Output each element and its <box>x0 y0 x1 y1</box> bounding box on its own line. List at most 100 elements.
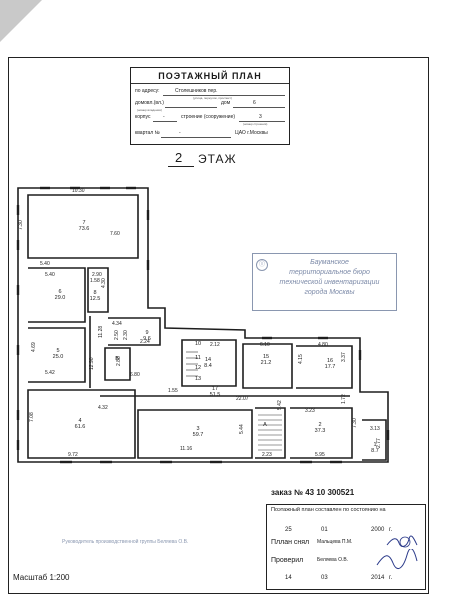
dimension-label: 2.12 <box>210 342 220 348</box>
dimension-label: 5.40 <box>40 261 50 267</box>
cert-date1-year: 2000 <box>371 527 385 533</box>
dimension-label: 2.88 <box>116 356 122 366</box>
house-row: домовл.(вл.) дом 6 <box>135 100 285 109</box>
dimension-label: 4.15 <box>298 354 304 364</box>
room-area: 21.2 <box>261 360 272 366</box>
kvartal-row: квартал № - ЦАО г.Москвы <box>135 130 285 139</box>
outer-wall <box>17 187 389 463</box>
stamp-line-3: технической инвентаризации <box>279 279 380 286</box>
responsible-note: Руководитель производственной группы Бел… <box>62 539 189 545</box>
room-number: 5 <box>56 348 59 354</box>
dimension-label: 2.50 <box>114 330 120 340</box>
wall-room-15 <box>242 343 293 389</box>
wall-room-b <box>104 347 131 381</box>
room-area: 17.7 <box>325 364 336 370</box>
korpus-label: корпус <box>135 114 151 120</box>
stroenie-value: 3 <box>259 114 262 120</box>
cert-date2-month: 03 <box>321 575 328 581</box>
room-number: 9 <box>145 330 148 336</box>
dimension-label: 11.28 <box>98 326 104 338</box>
dimension-label: 7.60 <box>110 231 120 237</box>
stamp-line-1: Бауманское <box>310 259 349 266</box>
dimension-label: 3.37 <box>341 352 347 362</box>
dimension-label: 4.80 <box>318 342 328 348</box>
dimension-label: 5.42 <box>45 370 55 376</box>
address-underline <box>163 88 285 96</box>
room-number: Б <box>115 356 119 362</box>
dimension-label: 2.77 <box>376 438 382 448</box>
wall-room-8 <box>87 267 109 313</box>
address-label: по адресу: <box>135 88 160 94</box>
room-number: 7 <box>82 220 85 226</box>
room-labels: 773.6629.0812.599.6Б525.010148.411121315… <box>53 220 379 454</box>
dimension-label: 3.23 <box>305 408 315 414</box>
dimension-label: 7.30 <box>18 220 24 230</box>
stroenie-label: строение (сооружение) <box>181 114 236 120</box>
bti-stamp: Ⓘ Бауманское территориальное бюро технич… <box>252 253 397 311</box>
plan-walls <box>17 187 389 463</box>
dimension-label: 6.80 <box>130 372 140 378</box>
address-row: по адресу: Столешников пер. <box>135 88 285 97</box>
signature-2 <box>376 549 418 570</box>
dimension-label: 4.69 <box>31 342 37 352</box>
floor-label: ЭТАЖ <box>198 152 237 166</box>
korpus-value: - <box>163 114 165 120</box>
dimension-label: 1.72 <box>341 394 347 404</box>
house-underline <box>165 100 217 108</box>
room-number: 11 <box>195 355 201 361</box>
room-area: 8.7 <box>371 448 379 454</box>
dimension-label: 11.16 <box>180 446 192 452</box>
room-number: 4 <box>78 418 81 424</box>
room-area: 25.0 <box>53 354 64 360</box>
cert-plan-person: Мальцева П.М. <box>317 539 353 545</box>
cert-date2-year: 2014 <box>371 575 385 581</box>
dimension-label: 4.30 <box>101 278 107 288</box>
dimension-label: 5.42 <box>277 400 283 410</box>
scan-corner-fold <box>0 0 42 42</box>
cert-date1-month: 01 <box>321 527 328 533</box>
window-marks <box>16 186 390 464</box>
cert-date2-suffix: г. <box>389 575 393 581</box>
dom-underline <box>233 100 285 108</box>
stroenie-underline <box>239 114 285 122</box>
address-hint: (улица, переулок, проспект) <box>193 96 232 100</box>
globe-icon: Ⓘ <box>256 259 268 271</box>
address-hint-row: (улица, переулок, проспект) <box>135 96 285 105</box>
room-number: 17 <box>212 386 218 392</box>
room-area: 12.5 <box>90 296 101 302</box>
stamp-line-2: территориальное бюро <box>289 269 370 276</box>
room-number: 15 <box>263 354 269 360</box>
dimension-label: 5.44 <box>239 424 245 434</box>
room-area: 61.6 <box>75 424 86 430</box>
cert-heading: Поэтажный план составлен по состоянию на <box>271 507 386 513</box>
cert-date1-day: 25 <box>285 527 292 533</box>
room-area: 37.3 <box>315 428 326 434</box>
wall-room-6 <box>28 267 86 323</box>
room-number: 1 <box>373 442 376 448</box>
dimension-label: 2.90 <box>92 272 102 278</box>
drawing-frame <box>8 57 429 594</box>
house-hint-row: (номер владения) <box>135 108 285 117</box>
wall-room-9 <box>108 317 161 346</box>
kvartal-underline <box>161 130 231 138</box>
house-label: домовл.(вл.) <box>135 100 164 106</box>
room-number: 3 <box>196 426 199 432</box>
floor-underline <box>168 166 194 167</box>
dimension-label: 4.32 <box>98 405 108 411</box>
kvartal-label: квартал № <box>135 130 160 136</box>
dimension-label: 5.95 <box>315 452 325 458</box>
dimension-label: 2.30 <box>123 330 129 340</box>
order-number: заказ № 43 10 300521 <box>271 488 355 497</box>
room-number: 2 <box>318 422 321 428</box>
room-number: 13 <box>195 376 201 382</box>
room-area: 8.4 <box>204 363 212 369</box>
room-number: 12 <box>195 365 201 371</box>
kvartal-value: - <box>179 130 181 136</box>
stair-hatch <box>186 351 282 451</box>
dimension-label: 1.58 <box>90 278 100 284</box>
stamp-text: Бауманское территориальное бюро техничес… <box>267 258 392 298</box>
room-area: 59.7 <box>193 432 204 438</box>
extra-dimension-label: 2.24 <box>140 339 150 345</box>
floor-number: 2 <box>175 150 183 165</box>
